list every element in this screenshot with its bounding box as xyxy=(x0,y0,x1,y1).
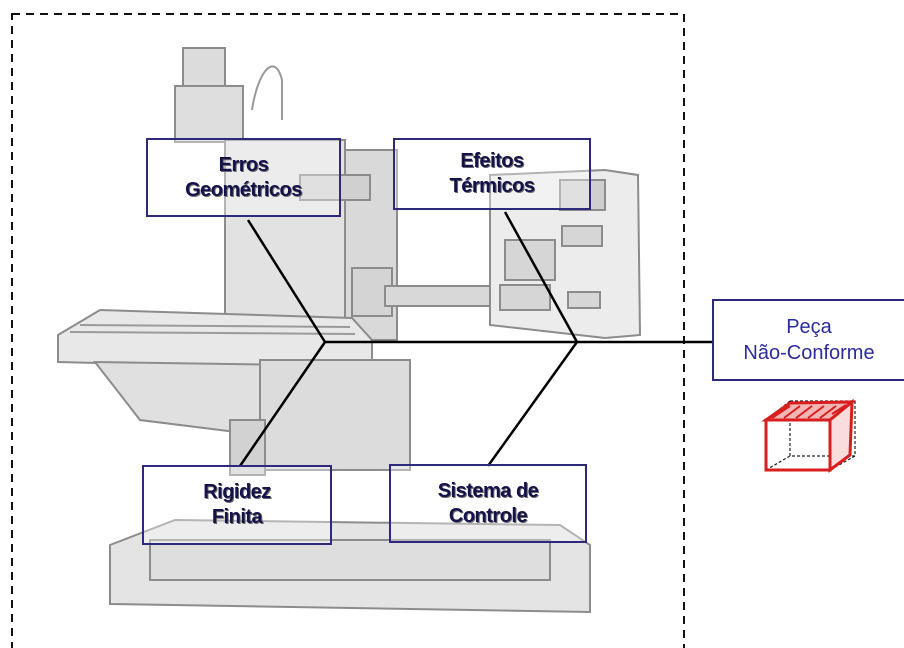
bone-geometric xyxy=(246,219,327,343)
bone-control xyxy=(486,341,579,467)
dashed-boundary xyxy=(11,13,685,648)
cause-label-control-system: Sistema de Controle xyxy=(437,479,539,527)
cause-label-thermal-effects: Efeitos Térmicos xyxy=(449,150,535,197)
cause-box-finite-rigidity: Rigidez Finita xyxy=(142,465,332,545)
cause-box-control-system: Sistema de Controle xyxy=(389,464,587,543)
bone-rigidity xyxy=(238,341,327,467)
cause-label-finite-rigidity: Rigidez Finita xyxy=(203,481,271,528)
bone-thermal xyxy=(503,211,579,343)
effect-label: Peça Não-Conforme xyxy=(743,316,875,364)
cause-label-geometric-errors: Erros Geométricos xyxy=(185,153,302,201)
fishbone-lines xyxy=(238,211,712,467)
nonconforming-part-icon xyxy=(761,398,857,473)
cause-box-thermal-effects: Efeitos Térmicos xyxy=(393,138,591,210)
cause-box-geometric-errors: Erros Geométricos xyxy=(146,138,341,217)
effect-box-nonconforming-part: Peça Não-Conforme xyxy=(712,299,904,381)
